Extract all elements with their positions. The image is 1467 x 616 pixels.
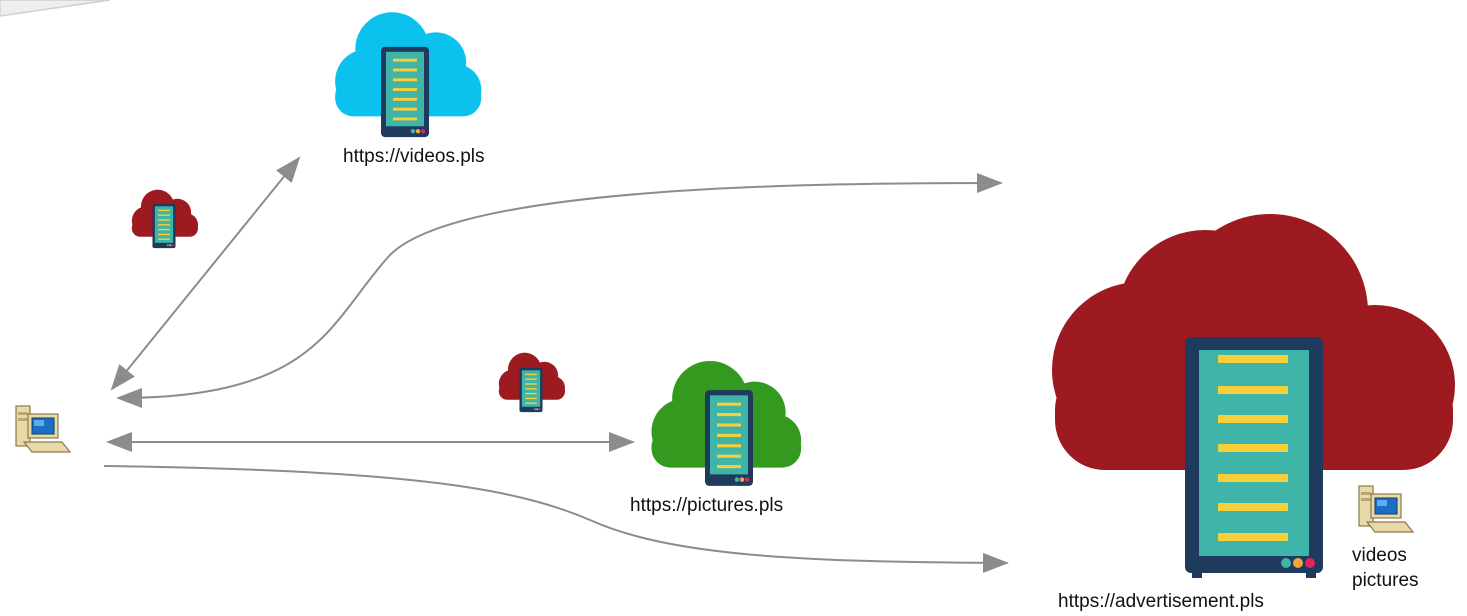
- small-cloud-server-1: [131, 189, 198, 249]
- client-computer: [15, 405, 71, 453]
- connections: [103, 156, 1009, 573]
- computer-icon: [1358, 485, 1414, 533]
- background-sheet: [0, 0, 111, 17]
- cloud-server-icon: [651, 360, 802, 486]
- cloud-server-icon: [335, 12, 482, 138]
- connection-ads-client: [116, 173, 1003, 408]
- pictures-server: [651, 360, 802, 486]
- videos-server: [335, 12, 482, 138]
- small-cloud-server-2: [498, 352, 565, 413]
- cloud-server-icon: [498, 352, 565, 413]
- computer-icon: [15, 405, 71, 453]
- connection-client-videos: [110, 156, 301, 391]
- cloud-server-icon: [131, 189, 198, 249]
- advertisement-server-url: https://advertisement.pls: [1058, 591, 1264, 612]
- videos-server-url: https://videos.pls: [343, 146, 485, 167]
- pictures-server-url: https://pictures.pls: [630, 495, 784, 516]
- connection-client-ads: [103, 465, 1009, 573]
- advertisement-server: [1052, 214, 1455, 578]
- ads-client-computer: [1358, 485, 1414, 533]
- ads-client-label-pictures: pictures: [1352, 570, 1419, 591]
- ads-client-label-videos: videos: [1352, 545, 1407, 566]
- cloud-server-icon: [1052, 214, 1455, 578]
